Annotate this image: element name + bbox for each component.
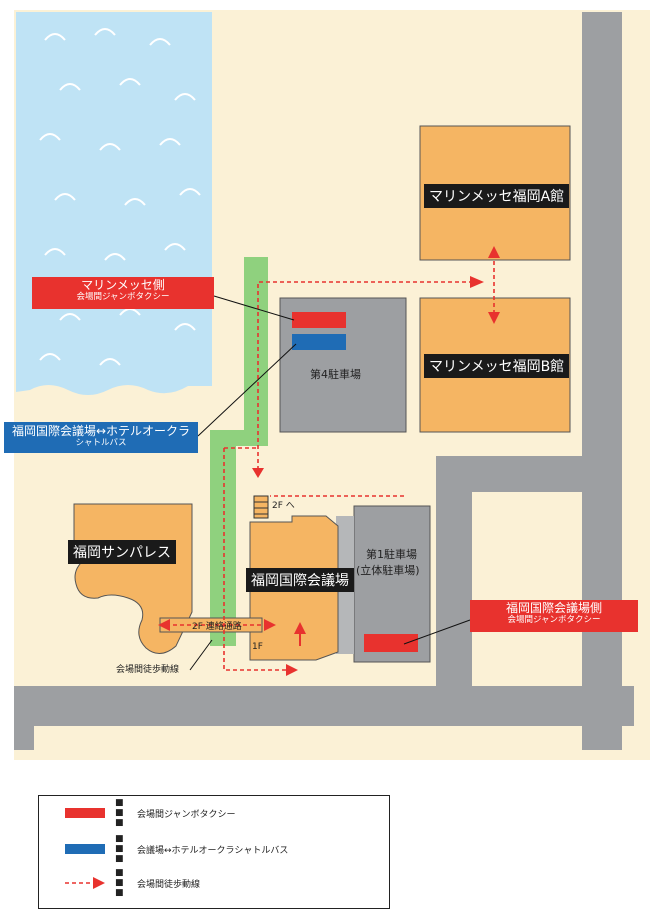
marine-messe-a-label: マリンメッセ福岡A館 (424, 184, 570, 208)
legend-walk-arrow-icon (65, 877, 105, 889)
legend-row-walk: ■ ■ ■ 会場間徒歩動線 (65, 868, 201, 898)
congress-center-label: 福岡国際会議場 (246, 568, 354, 592)
legend-row-taxi: ■ ■ ■ 会場間ジャンボタクシー (65, 798, 236, 828)
arrow-down-b (488, 312, 500, 324)
floor-1f-label: 1F (252, 642, 263, 652)
arrow-up-a (488, 246, 500, 258)
stair-2f (253, 495, 269, 519)
congress-taxi-sub: 会場間ジャンボタクシー (507, 614, 601, 625)
congress-taxi-title: 福岡国際会議場側 (505, 601, 602, 615)
taxi-stand-marine (292, 312, 346, 328)
legend-swatch-shuttle (65, 844, 105, 854)
parking-4-label: 第4駐車場 (310, 368, 361, 381)
shuttle-callout: 福岡国際会議場↔ホテルオークラ シャトルバス (4, 422, 198, 453)
walk-route-arrows (158, 246, 500, 676)
legend-label-walk: 会場間徒歩動線 (137, 879, 201, 890)
shuttle-sub: シャトルバス (75, 437, 127, 448)
legend-swatch-taxi (65, 808, 105, 818)
shuttle-stop (292, 334, 346, 350)
arrow-down-to-2f (252, 468, 264, 478)
marine-taxi-sub: 会場間ジャンボタクシー (76, 291, 170, 302)
shuttle-title: 福岡国際会議場↔ホテルオークラ (11, 424, 191, 438)
marine-taxi-callout: マリンメッセ側 会場間ジャンボタクシー (32, 277, 214, 309)
arrow-right-1f (286, 664, 298, 676)
callout-leaders (189, 295, 471, 671)
legend-label-shuttle: 会議場↔ホテルオークラシャトルバス (137, 845, 289, 856)
wave-marks (39, 28, 201, 366)
sea-area (16, 12, 212, 395)
arrow-right-to-messe (470, 276, 484, 288)
map-legend: ■ ■ ■ 会場間ジャンボタクシー ■ ■ ■ 会議場↔ホテルオークラシャトルバ… (38, 795, 390, 909)
marine-messe-b-label: マリンメッセ福岡B館 (424, 354, 570, 378)
parking-1-label: 第1駐車場 (366, 548, 417, 561)
corridor-2f-label: 2F 連絡通路 (192, 622, 242, 632)
road-south (30, 686, 634, 726)
road-west-stub (14, 686, 34, 750)
arrow-up-entrance (294, 622, 306, 634)
legend-dots: ■ ■ ■ (115, 798, 125, 828)
road-east (582, 12, 622, 750)
legend-label-taxi: 会場間ジャンボタクシー (137, 809, 236, 820)
to-2f-label: 2F へ (272, 501, 295, 511)
legend-row-shuttle: ■ ■ ■ 会議場↔ホテルオークラシャトルバス (65, 834, 289, 864)
walk-route-lines (166, 254, 495, 671)
road-connector (436, 456, 472, 686)
arrow-left-corridor (158, 619, 170, 631)
parking-1-sublabel: (立体駐車場) (356, 564, 420, 577)
arrow-right-corridor (264, 619, 276, 631)
congress-taxi-callout: 福岡国際会議場側 会場間ジャンボタクシー (470, 600, 638, 632)
legend-dots: ■ ■ ■ (115, 834, 125, 864)
walk-route-label: 会場間徒歩動線 (116, 665, 180, 675)
taxi-stand-congress (364, 634, 418, 652)
marine-taxi-title: マリンメッセ側 (81, 278, 165, 292)
sunpalace-label: 福岡サンパレス (68, 540, 176, 564)
legend-dots: ■ ■ ■ (115, 868, 125, 898)
